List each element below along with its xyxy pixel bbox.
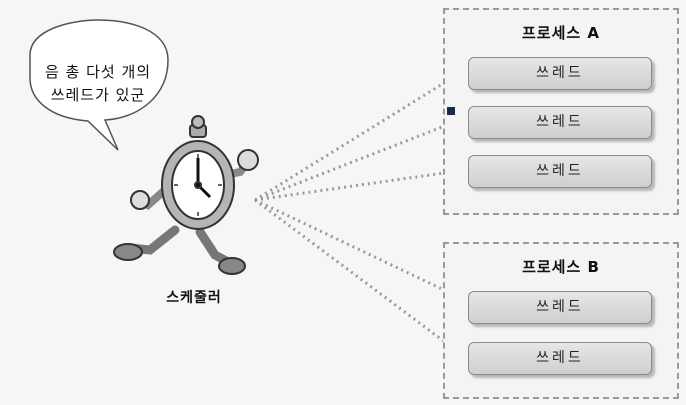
process-b-box: 프로세스 B 쓰레드 쓰레드 (443, 242, 679, 399)
speech-bubble-line-2: 쓰레드가 있군 (50, 86, 146, 104)
process-a-thread-3: 쓰레드 (468, 155, 652, 188)
scheduler-label: 스케줄러 (166, 290, 222, 306)
process-b-thread-1: 쓰레드 (468, 291, 652, 324)
arrow-to-thread-b2 (254, 198, 466, 359)
speech-bubble (29, 19, 169, 151)
process-b-thread-2: 쓰레드 (468, 342, 652, 375)
process-a-thread-1: 쓰레드 (468, 57, 652, 90)
process-a-title: 프로세스 A (521, 24, 601, 42)
selection-marker (447, 107, 455, 115)
arrow-to-thread-a2 (254, 116, 466, 202)
speech-bubble-text: 음 총 다섯 개의 쓰레드가 있군 (28, 61, 168, 107)
arrow-to-thread-a1 (254, 68, 466, 202)
arrow-to-thread-b1 (254, 198, 466, 302)
arrows (254, 68, 466, 359)
speech-bubble-line-1: 음 총 다섯 개의 (44, 63, 152, 81)
process-a-thread-2: 쓰레드 (468, 106, 652, 139)
running-clock-icon (113, 115, 259, 275)
process-a-box: 프로세스 A 쓰레드 쓰레드 쓰레드 (443, 8, 679, 215)
arrow-to-thread-a3 (254, 167, 466, 202)
process-b-title: 프로세스 B (522, 258, 600, 276)
